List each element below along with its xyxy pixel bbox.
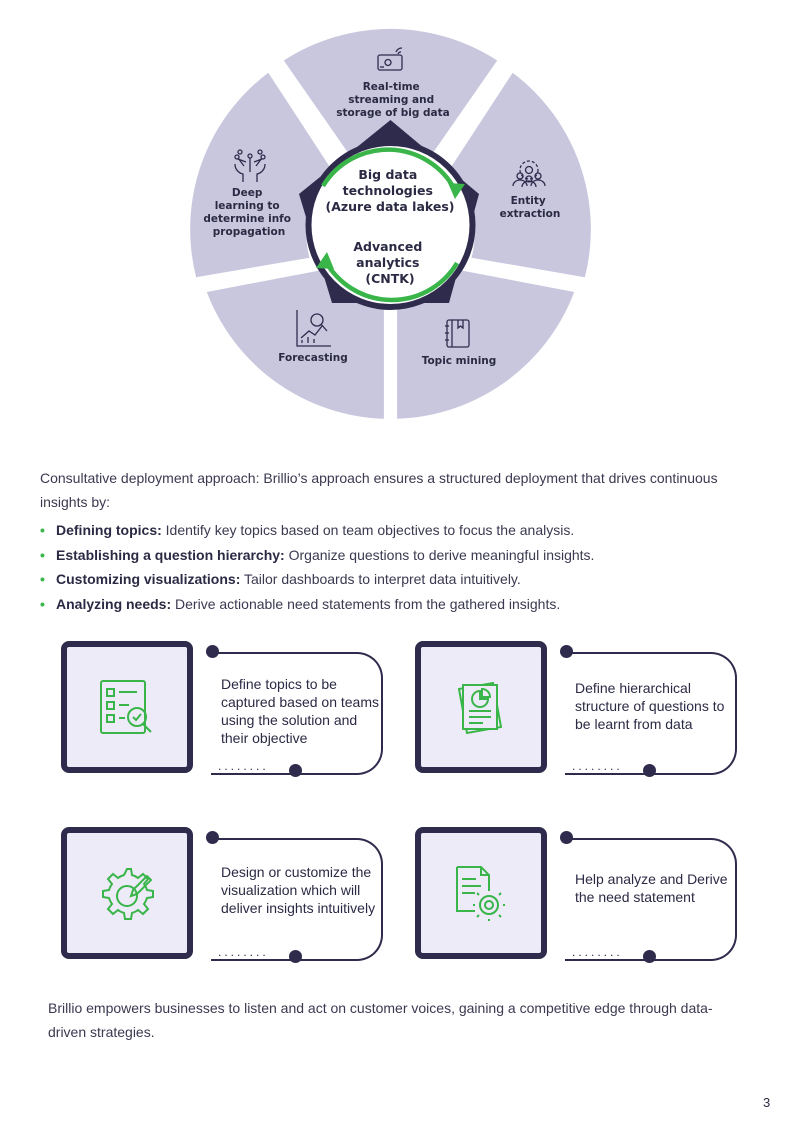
card-question-hierarchy: ........ Define hierarchical structure o… [415, 641, 755, 781]
card-define-topics: ........ Define topics to be captured ba… [61, 641, 401, 781]
card-connector-bottom [643, 764, 656, 777]
green-arrow-top [321, 147, 457, 192]
segment-streaming [283, 28, 498, 155]
segment-topic-mining [397, 270, 575, 419]
bullet-text: Identify key topics based on team object… [161, 522, 575, 538]
center-bottom-label: Advanced analytics (CNTK) [353, 239, 426, 286]
bullet-analyzing-needs: • Analyzing needs: Derive actionable need… [40, 592, 594, 617]
card-icon-box [415, 641, 547, 773]
bullet-defining-topics: • Defining topics: Identify key topics ba… [40, 518, 594, 543]
card-connector-bottom [289, 764, 302, 777]
green-arrowhead-top [448, 183, 465, 199]
segment-entity [446, 72, 591, 278]
card-connector-bottom [289, 950, 302, 963]
segment-label-entity: Entity extraction [500, 195, 561, 220]
green-arrow-bottom [324, 260, 459, 303]
card-dotted-line: ........ [218, 759, 269, 773]
bullet-text: Tailor dashboards to interpret data intu… [240, 571, 521, 587]
card-icon-box [61, 827, 193, 959]
bullet-title: Defining topics: [56, 522, 162, 538]
card-text: Design or customize the visualization wh… [221, 864, 376, 916]
intro-paragraph: Consultative deployment approach: Brilli… [40, 470, 718, 510]
card-icon-box [415, 827, 547, 959]
card-dotted-line: ........ [572, 759, 623, 773]
segment-label-topic-mining: Topic mining [422, 355, 497, 367]
card-text: Define topics to be captured based on te… [221, 676, 379, 746]
report-icon [457, 681, 503, 735]
card-dotted-line: ........ [218, 945, 269, 959]
bullet-title: Customizing visualizations: [56, 571, 241, 587]
bullet-text: Derive actionable need statements from t… [171, 595, 561, 612]
streaming-icon [377, 47, 403, 71]
green-arrowhead-bottom [316, 252, 334, 269]
bullet-title: Establishing a question hierarchy: [56, 546, 285, 563]
wheel-ring [190, 28, 591, 419]
notebook-icon [445, 319, 470, 348]
bullet-text: Organize questions to derive meaningful … [284, 546, 595, 563]
segment-forecasting [206, 270, 384, 419]
card-text: Help analyze and Derive the need stateme… [575, 871, 728, 905]
bullet-visualizations: • Customizing visualizations: Tailor dash… [40, 567, 594, 592]
page-number: 3 [763, 1095, 771, 1110]
center-top-label: Big data technologies (Azure data lakes) [325, 167, 454, 214]
approach-bullet-list: • Defining topics: Identify key topics ba… [40, 518, 594, 616]
people-gear-icon [512, 160, 546, 188]
checklist-icon [100, 680, 152, 734]
card-visualization: ........ Design or customize the visuali… [61, 827, 401, 967]
bullet-dot: • [40, 522, 45, 538]
bullet-dot: • [40, 595, 45, 612]
neural-head-icon [234, 149, 266, 182]
segment-label-forecasting: Forecasting [278, 352, 347, 364]
card-dotted-line: ........ [572, 945, 623, 959]
center-circle [305, 140, 476, 310]
closing-paragraph: Brillio empowers businesses to listen an… [48, 1000, 713, 1040]
bullet-dot: • [40, 546, 45, 563]
chart-magnifier-icon [296, 310, 331, 347]
bullet-question-hierarchy: • Establishing a question hierarchy: Orga… [40, 543, 594, 568]
approach-wheel: Big data technologies (Azure data lakes)… [190, 28, 591, 419]
card-icon-box [61, 641, 193, 773]
document-gear-icon [456, 866, 505, 921]
card-connector-bottom [643, 950, 656, 963]
card-text: Define hierarchical structure of questio… [575, 680, 725, 732]
bullet-dot: • [40, 571, 45, 587]
card-need-statement: ........ Help analyze and Derive the nee… [415, 827, 755, 967]
gear-pencil-icon [102, 868, 154, 920]
segment-label-deep-learning: Deep learning to determine info propagat… [203, 187, 294, 238]
segment-deep-learning [190, 72, 335, 278]
segment-label-streaming: Real-time streaming and storage of big d… [336, 81, 449, 119]
bullet-title: Analyzing needs: [56, 595, 172, 612]
